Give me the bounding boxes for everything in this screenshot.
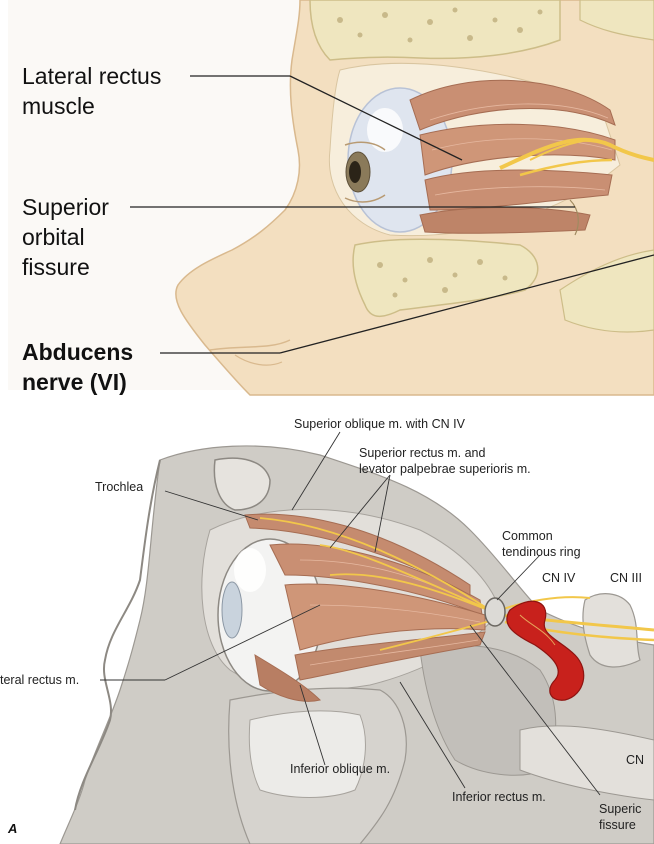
label-inferior-oblique: Inferior oblique m. xyxy=(290,762,390,776)
label-inferior-rectus: Inferior rectus m. xyxy=(452,790,546,804)
label-lateral-rectus-2: muscle xyxy=(22,93,95,119)
upper-bone xyxy=(309,0,561,61)
carotid-artery xyxy=(506,600,585,701)
label-abducens-1: Abducens xyxy=(22,339,133,365)
bottom-illustration: Superior oblique m. with CN IV Superior … xyxy=(0,400,654,844)
top-illustration: Lateral rectus muscle Superior orbital f… xyxy=(0,0,654,400)
label-cn-iv: CN IV xyxy=(542,571,576,585)
label-trochlea: Trochlea xyxy=(95,480,143,494)
label-lateral-rectus-b: teral rectus m. xyxy=(0,673,79,687)
label-superior-1: Superior xyxy=(22,194,109,220)
lateral-rectus-muscle xyxy=(419,123,616,176)
label-superior-3: fissure xyxy=(22,254,90,280)
label-cn-iii: CN III xyxy=(610,571,642,585)
label-superior-rectus-2: levator palpebrae superioris m. xyxy=(359,462,531,476)
label-figure-a: A xyxy=(7,821,17,836)
top-anatomy-figure: Lateral rectus muscle Superior orbital f… xyxy=(0,0,654,400)
label-abducens-2: nerve (VI) xyxy=(22,369,127,395)
label-common-ring-2: tendinous ring xyxy=(502,545,581,559)
label-common-ring-1: Common xyxy=(502,529,553,543)
bottom-anatomy-figure: Superior oblique m. with CN IV Superior … xyxy=(0,400,654,844)
label-superior-fissure-2: fissure xyxy=(599,818,636,832)
abducens-nerve xyxy=(499,137,654,170)
label-superior-fissure-1: Superic xyxy=(599,802,641,816)
tendinous-ring xyxy=(484,597,506,627)
label-superior-oblique: Superior oblique m. with CN IV xyxy=(294,417,466,431)
label-cn-partial: CN xyxy=(626,753,644,767)
label-superior-rectus-1: Superior rectus m. and xyxy=(359,446,485,460)
label-superior-2: orbital xyxy=(22,224,85,250)
label-lateral-rectus-1: Lateral rectus xyxy=(22,63,161,89)
superior-rectus-muscle xyxy=(409,79,616,131)
